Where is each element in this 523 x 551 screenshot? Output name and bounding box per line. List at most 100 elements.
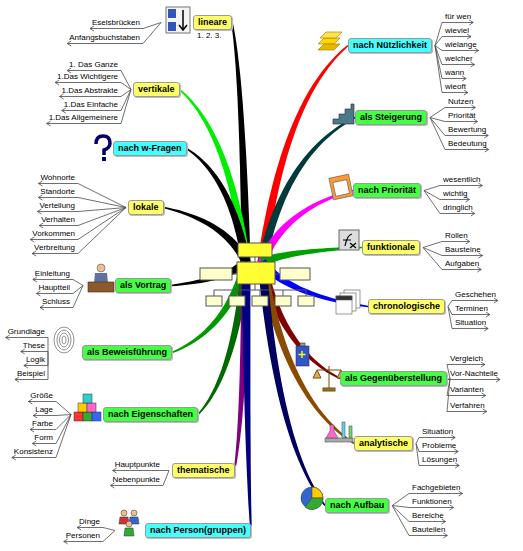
topic-label: lineare [198,17,227,27]
leader-line [121,90,131,124]
topic-label: nach Aufbau [330,500,384,510]
topic-label: vertikale [138,84,175,94]
leader-line [48,338,49,353]
stairs-icon [333,104,354,124]
leader-line [392,506,409,508]
leader-line [163,471,169,486]
branch-item: Bausteine [445,245,481,255]
branch-item: 1.Das Wichtigere [57,72,118,82]
topic-label: thematische [177,465,230,475]
topic-label: nach Person(gruppen) [150,525,246,535]
branch-item: Verfahren [450,401,485,411]
center-org-chart [200,243,314,306]
underline [12,457,56,458]
sort-icon [166,7,190,33]
blocks-icon [74,394,101,421]
leader-line [448,301,452,307]
topic-box: thematische [172,463,235,478]
leader-line [430,118,445,122]
leader-line [73,280,83,286]
underline [90,28,143,29]
underline [67,43,143,44]
topic-label: nach Priorität [358,185,416,195]
topic-label: als Beweisführung [87,347,167,357]
underline [55,82,121,83]
underline [32,443,56,444]
branch-item: Terminen [455,304,488,314]
underline [442,241,470,242]
topic-label: nach w-Fragen [118,143,182,153]
underline [38,183,78,184]
underline [6,337,48,338]
calendar-pages-icon [336,290,360,314]
topic-box: chronologische [368,299,445,314]
calendar-icon [329,174,353,200]
underline [442,269,481,270]
leader-line [423,248,442,256]
topic-label: nach Nützlichkeit [353,40,427,50]
branch-item: Anfangsbuchstaben [69,33,140,43]
underline [36,293,73,294]
leader-line [435,37,442,46]
underline [442,255,483,256]
branch-item: 1.Das Allgemeinere [49,113,118,123]
branch-item: Geschehen [455,290,496,300]
leader-line [435,23,442,46]
fingerprint-icon [54,327,74,353]
leader-line [121,83,131,90]
underline [447,411,487,412]
underline [67,70,121,71]
branch-item: Nebenpunkte [112,475,160,485]
leader-line [435,46,442,93]
topic-box: als Steigerung [355,110,427,125]
branch-item: Einleitung [35,269,70,279]
branch-item: wieviel [445,26,469,36]
underline [452,328,488,329]
underline [28,401,56,402]
leader-line [392,494,409,506]
leader-line [103,528,115,531]
topic-box: nach Priorität [353,183,421,198]
underline [64,541,103,542]
underline [445,135,488,136]
topic-label: funktionale [367,242,415,252]
underline [419,451,458,452]
leader-line [392,506,409,522]
underline [419,465,459,466]
underline [452,314,490,315]
branch-item: 1.Das Einfache [64,100,118,110]
branch-item: Verbreitung [34,243,75,253]
underline [452,300,498,301]
branch-item: Situation [455,318,486,328]
branch-item: Vorkommen [32,229,75,239]
underline [62,110,121,111]
topic-label: nach Eigenschaften [108,409,193,419]
underline [447,364,485,365]
underline [419,437,455,438]
leader-line [78,208,126,226]
topic-label: analytische [359,438,408,448]
branch-item: Verhalten [41,215,75,225]
branch-item: Verteilung [39,201,75,211]
underline [409,535,447,536]
topic-box: nach Person(gruppen) [145,523,251,538]
branch-item: Vergleich [450,354,483,364]
branch-item: Hauptteil [38,283,70,293]
leader-line [78,208,126,212]
branch-item: 1. 2. 3. [197,31,221,41]
topic-box: nach Aufbau [325,498,389,513]
branch-item: Bedeutung [448,139,487,149]
leader-line [424,191,440,214]
branch-item: Situation [422,427,453,437]
underline [33,415,56,416]
underline [37,211,78,212]
underline [445,107,475,108]
topic-box: lokale [128,200,164,215]
underline [442,92,468,93]
mind-map-branch [163,207,250,264]
underline [38,197,78,198]
gold-bars-icon [318,32,342,50]
branch-item: Hauptpunkte [115,460,160,470]
underline [60,96,121,97]
